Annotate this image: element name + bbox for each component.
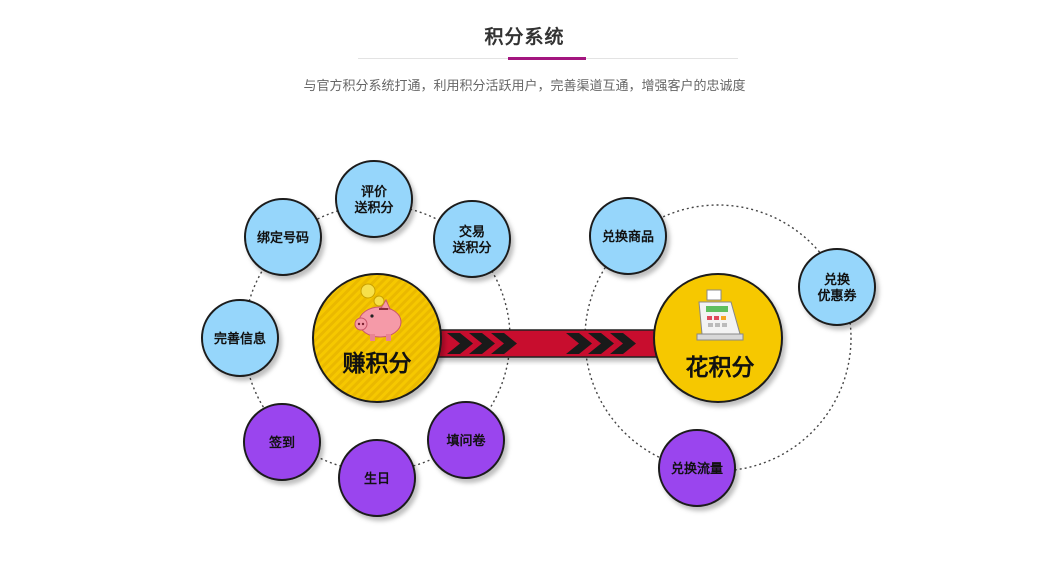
spend-node-label: 优惠券 (817, 288, 857, 304)
page-subtitle: 与官方积分系统打通，利用积分活跃用户，完善渠道互通，增强客户的忠诚度 (303, 79, 746, 94)
earn-node-circle (335, 160, 413, 238)
earn-node-label: 生日 (364, 471, 390, 487)
earn-node-label: 填问卷 (446, 433, 486, 449)
earn-node-circle (244, 198, 322, 276)
earn-node-5: 签到 (243, 403, 321, 481)
piggy-bank-coins-icon (354, 283, 402, 341)
spend-node-circle (798, 248, 876, 326)
earn-node-circle (201, 299, 279, 377)
spend-node-label: 兑换流量 (671, 461, 723, 477)
spend-hub-label: 花积分 (686, 355, 755, 381)
earn-hub: 赚积分 (312, 273, 442, 403)
earn-node-label: 完善信息 (214, 331, 266, 347)
page-title: 积分系统 (484, 26, 565, 48)
earn-node-circle (433, 200, 511, 278)
earn-hub-label: 赚积分 (343, 351, 412, 377)
earn-node-6: 生日 (338, 439, 416, 517)
spend-node-label: 兑换商品 (602, 229, 654, 245)
earn-node-circle (427, 401, 505, 479)
earn-node-4: 完善信息 (201, 299, 279, 377)
earn-node-circle (338, 439, 416, 517)
spend-hub: 花积分 (653, 273, 783, 403)
earn-node-circle (243, 403, 321, 481)
spend-node-1: 兑换商品 (589, 197, 667, 275)
spend-node-circle (589, 197, 667, 275)
spend-orbit (584, 204, 852, 472)
spend-node-3: 兑换流量 (658, 429, 736, 507)
title-accent-bar (508, 57, 586, 60)
earn-node-label: 送积分 (353, 200, 393, 216)
cash-register-icon (696, 289, 744, 341)
spend-node-label: 兑换 (824, 272, 851, 288)
earn-node-label: 送积分 (451, 240, 491, 256)
chevron-arrows (447, 333, 636, 354)
earn-node-label: 绑定号码 (257, 230, 309, 246)
earn-node-label: 交易 (459, 224, 485, 240)
earn-node-label: 评价 (361, 185, 388, 200)
earn-node-label: 签到 (268, 435, 295, 451)
earn-node-1: 绑定号码 (244, 198, 322, 276)
spend-node-circle (658, 429, 736, 507)
earn-node-7: 填问卷 (427, 401, 505, 479)
